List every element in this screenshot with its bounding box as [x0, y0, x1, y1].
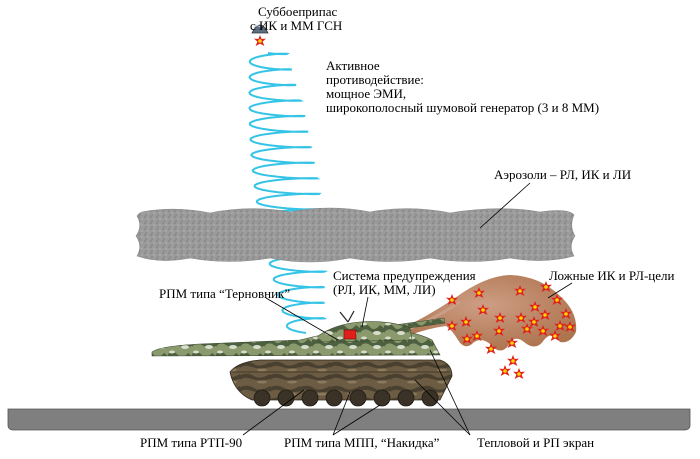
warning-sensor [343, 329, 357, 340]
road-wheel [349, 389, 367, 407]
label-active-2: противодействие: [326, 72, 424, 87]
label-active-3: мощное ЭМИ, [326, 86, 407, 101]
road-wheel [325, 389, 343, 407]
label-warning-2: (РЛ, ИК, ММ, ЛИ) [333, 282, 436, 297]
tank [151, 310, 453, 407]
flare [513, 368, 525, 379]
leader-lines [242, 182, 573, 436]
submunition [251, 21, 269, 46]
road-wheel [373, 389, 391, 407]
road-wheel [397, 389, 415, 407]
label-rtp90: РПМ типа РТП-90 [140, 435, 243, 450]
road-wheel [253, 389, 271, 407]
flare [507, 355, 519, 366]
label-warning-1: Система предупреждения [333, 268, 476, 283]
emi-wave [248, 52, 329, 334]
aerosol-cloud [135, 207, 576, 263]
road-wheel [301, 389, 319, 407]
label-decoys: Ложные ИК и РЛ-цели [549, 268, 675, 283]
label-mpp: РПМ типа МПП, “Накидка” [284, 435, 440, 450]
road-wheels [253, 389, 439, 407]
road-wheel [421, 389, 439, 407]
antenna [339, 311, 349, 323]
label-active-4: широкополосный шумовой генератор (3 и 8 … [326, 100, 600, 115]
label-thermal-screen: Тепловой и РП экран [477, 435, 595, 450]
label-submunition-2: с ИК и ММ ГСН [250, 18, 343, 33]
road-wheel [277, 389, 295, 407]
label-ternovnik: РПМ типа “Терновник” [159, 286, 291, 301]
label-active-1: Активное [326, 58, 380, 73]
flare [499, 365, 511, 376]
turret [317, 321, 413, 343]
ground [7, 408, 691, 431]
label-aerosols: Аэрозоли – РЛ, ИК и ЛИ [494, 167, 632, 182]
label-submunition-1: Суббоеприпас [258, 4, 338, 19]
